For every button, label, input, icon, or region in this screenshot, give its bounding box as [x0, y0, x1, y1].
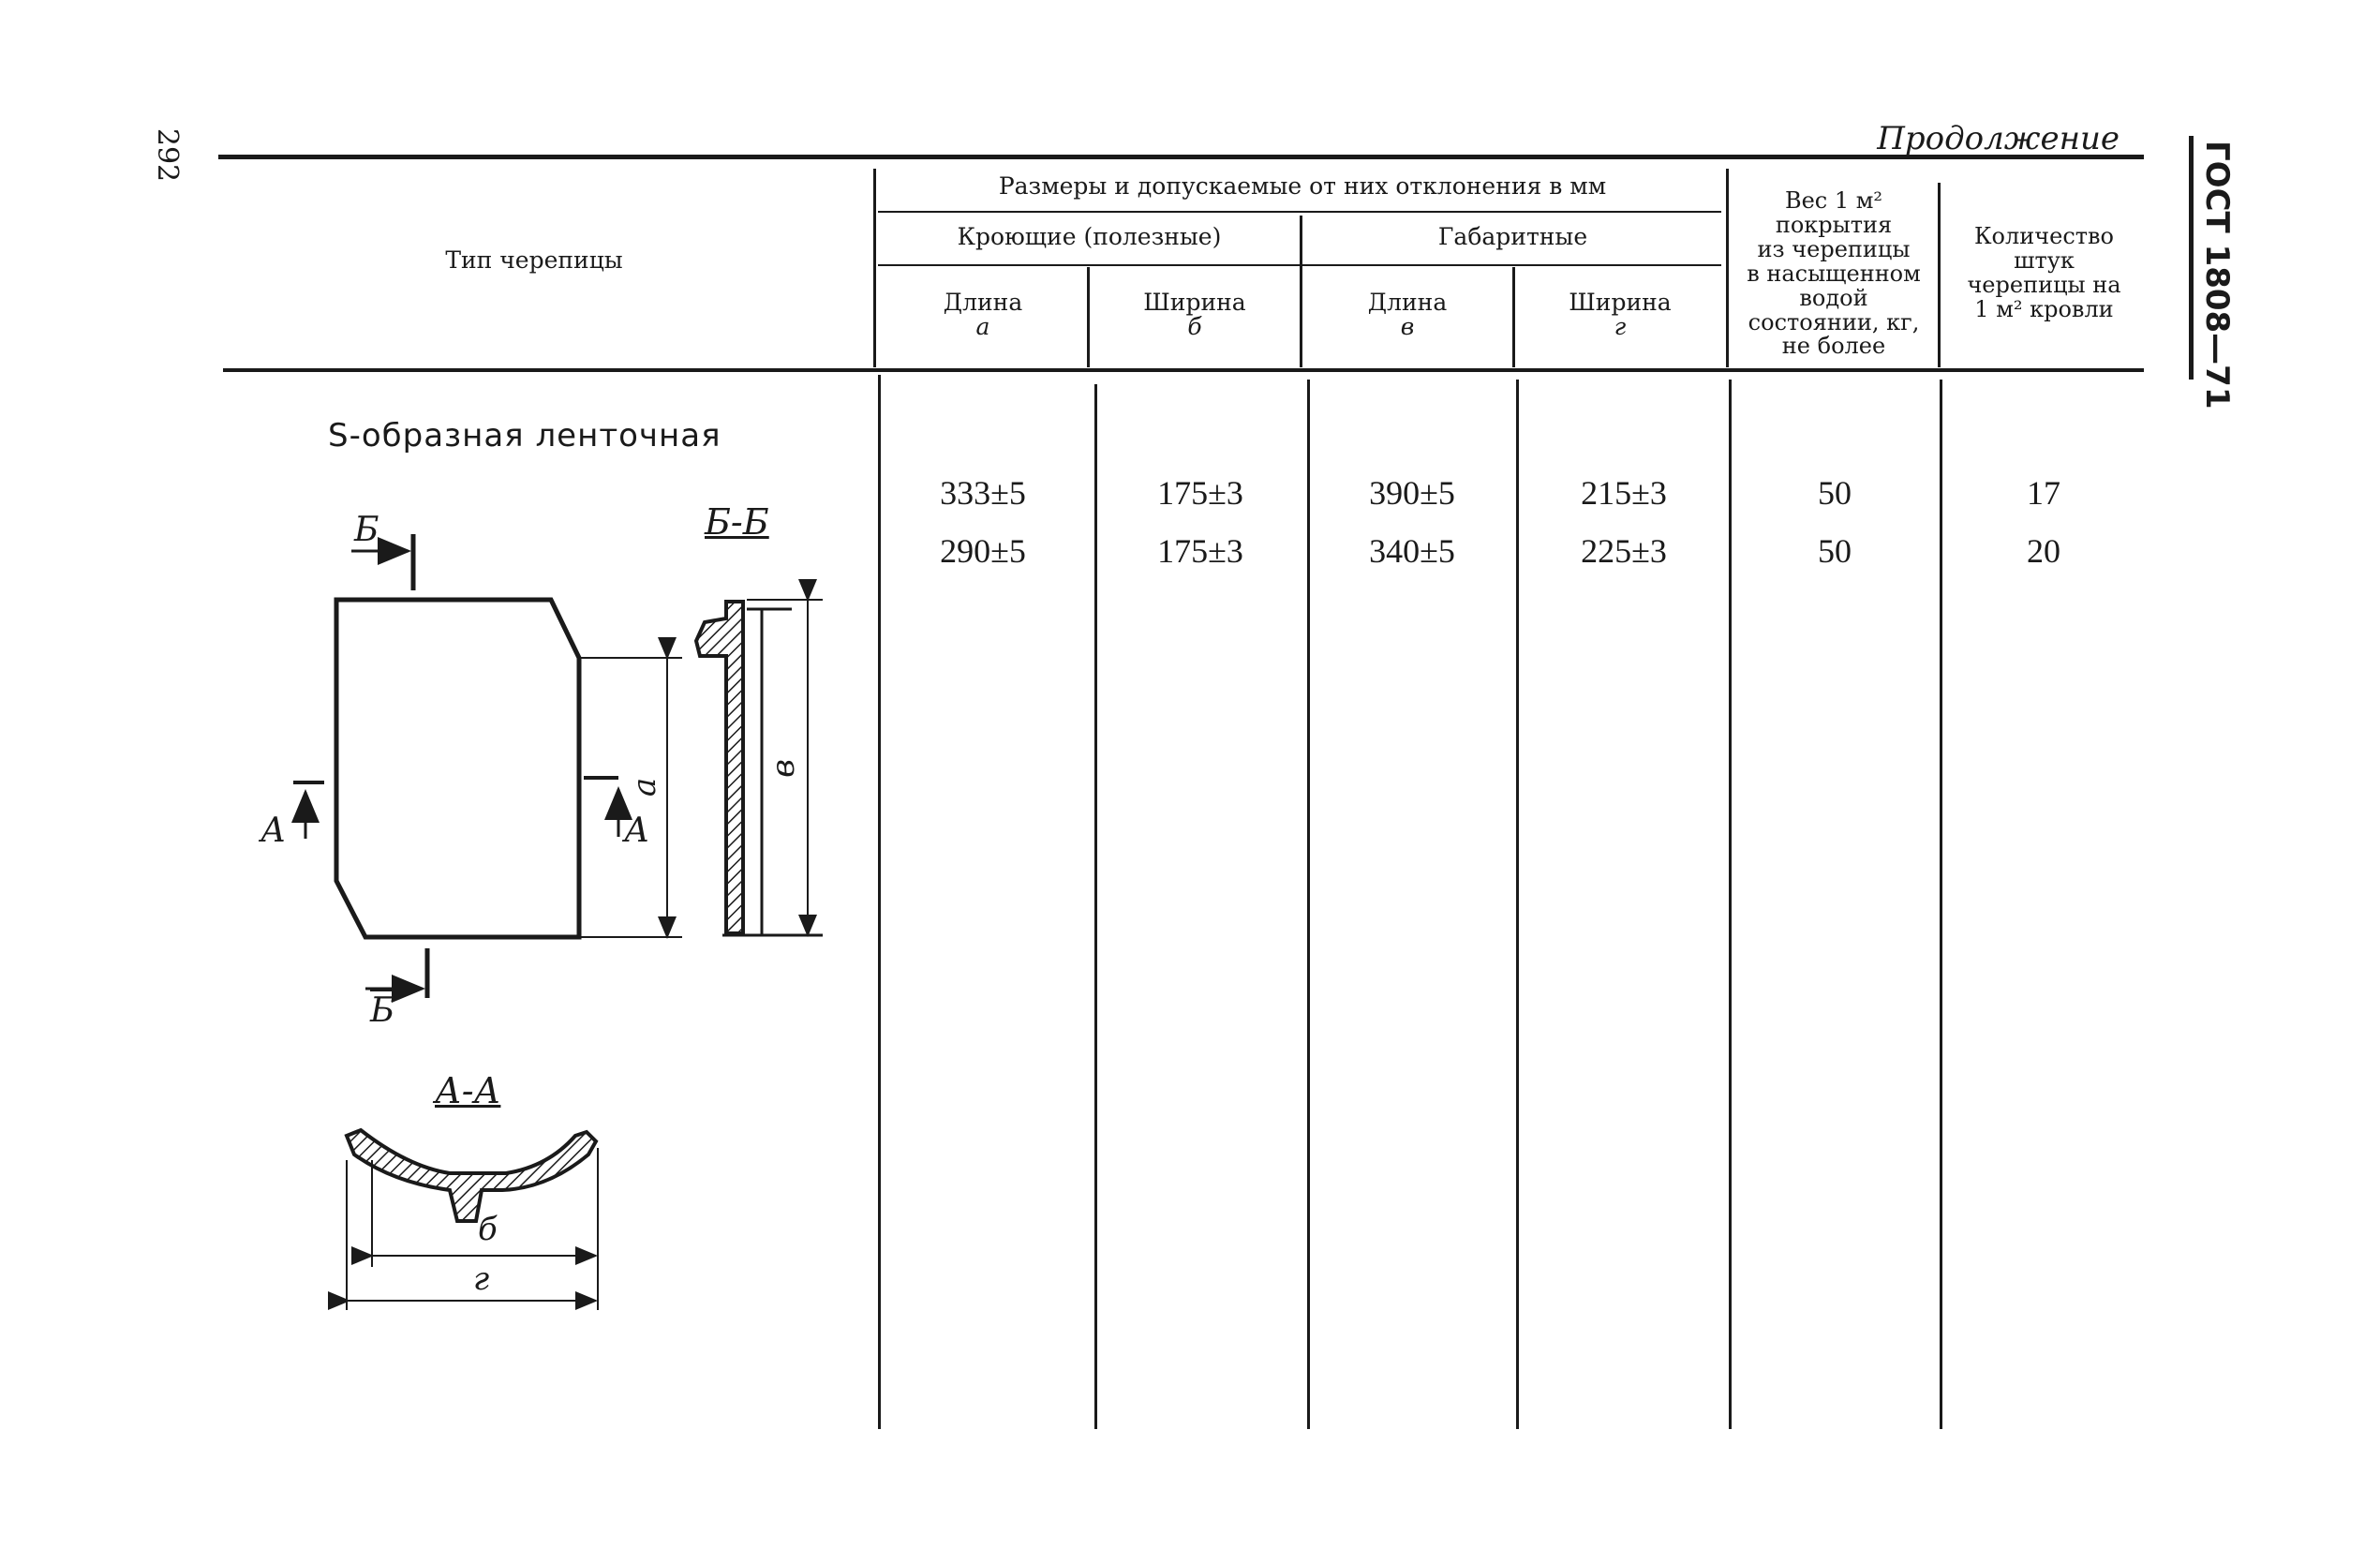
dim-g-label: г — [473, 1260, 490, 1298]
header-count: Количество штук черепицы на 1 м² кровли — [1943, 223, 2145, 322]
dim-v-label: в — [764, 759, 802, 778]
row2-cover-width: 175±3 — [1157, 532, 1243, 570]
row2-cover-length: 290±5 — [940, 532, 1026, 570]
dimensions-group-rule — [878, 211, 1721, 213]
section-aa-label: А-А — [435, 1070, 501, 1111]
header-count-line-2: штук — [2014, 246, 2075, 274]
header-vline-4 — [1512, 267, 1515, 367]
header-vline-5 — [1726, 169, 1729, 367]
body-vline-6 — [1940, 380, 1942, 1429]
mark-a-left: А — [260, 812, 287, 850]
row2-overall-width: 225±3 — [1581, 532, 1667, 570]
header-overall-width-label: Ширина — [1569, 289, 1672, 316]
row1-cover-length: 333±5 — [940, 474, 1026, 512]
header-count-line-4: 1 м² кровли — [1974, 295, 2114, 322]
row1-count: 17 — [2027, 474, 2060, 512]
header-cover-length-label: Длина — [943, 289, 1023, 316]
header-cover-width-label: Ширина — [1143, 289, 1246, 316]
header-cover-length-symbol: a — [975, 313, 990, 341]
header-weight-line-7: не более — [1781, 333, 1886, 360]
header-vline-3 — [1300, 216, 1302, 367]
header-count-line-1: Количество — [1973, 223, 2114, 249]
plan-view — [291, 534, 682, 1003]
header-overall-length-label: Длина — [1367, 289, 1448, 316]
table-top-rule — [218, 155, 2144, 159]
header-count-line-3: черепицы на — [1967, 271, 2121, 298]
header-weight-line-6: состоянии, кг, — [1748, 308, 1920, 335]
body-vline-1 — [878, 375, 881, 1429]
header-weight: Вес 1 м² покрытия из черепицы в насыщенн… — [1730, 187, 1938, 360]
header-vline-1 — [873, 169, 876, 367]
body-vline-2 — [1094, 384, 1097, 1429]
header-weight-line-3: из черепицы — [1757, 235, 1911, 262]
header-covering-group: Кроющие (полезные) — [957, 223, 1222, 250]
header-cover-width: Ширина б — [1092, 290, 1298, 340]
header-weight-line-2: покрытия — [1775, 211, 1893, 238]
header-overall-length-symbol: в — [1400, 313, 1415, 341]
table-header-bottom-rule — [223, 368, 2144, 372]
row2-overall-length: 340±5 — [1369, 532, 1455, 570]
body-vline-4 — [1516, 380, 1519, 1429]
header-weight-line-4: в насыщенном — [1747, 260, 1921, 287]
mark-b-bottom: Б — [370, 991, 395, 1030]
header-cover-length: Длина a — [881, 290, 1085, 340]
dim-b-label: б — [478, 1211, 498, 1248]
header-overall-width-symbol: г — [1614, 313, 1627, 341]
body-vline-3 — [1307, 380, 1310, 1429]
header-vline-2 — [1087, 267, 1090, 367]
row1-cover-width: 175±3 — [1157, 474, 1243, 512]
mark-b-top: Б — [354, 511, 379, 549]
dim-a-label: а — [626, 777, 664, 797]
header-tile-type: Тип черепицы — [445, 246, 623, 274]
header-weight-line-5: водой — [1799, 284, 1868, 311]
gost-side-rule — [2189, 136, 2194, 380]
header-dimensions-group: Размеры и допускаемые от них отклонения … — [998, 172, 1607, 200]
row1-overall-width: 215±3 — [1581, 474, 1667, 512]
continuation-label: Продолжение — [1877, 120, 2120, 157]
header-vline-6 — [1938, 183, 1941, 367]
header-cover-width-symbol: б — [1187, 313, 1202, 341]
header-overall-group: Габаритные — [1437, 223, 1588, 250]
mark-a-right: А — [624, 812, 650, 850]
tile-type-title: S-образная ленточная — [328, 417, 721, 454]
section-bb-label: Б-Б — [705, 501, 769, 543]
row2-weight: 50 — [1818, 532, 1852, 570]
header-weight-line-1: Вес 1 м² — [1784, 187, 1883, 214]
section-aa-view — [328, 1127, 599, 1310]
row1-overall-length: 390±5 — [1369, 474, 1455, 512]
body-vline-5 — [1729, 380, 1732, 1429]
row2-count: 20 — [2027, 532, 2060, 570]
header-overall-length: Длина в — [1304, 290, 1510, 340]
header-overall-width: Ширина г — [1517, 290, 1723, 340]
section-bb-view — [693, 579, 823, 937]
row1-weight: 50 — [1818, 474, 1852, 512]
